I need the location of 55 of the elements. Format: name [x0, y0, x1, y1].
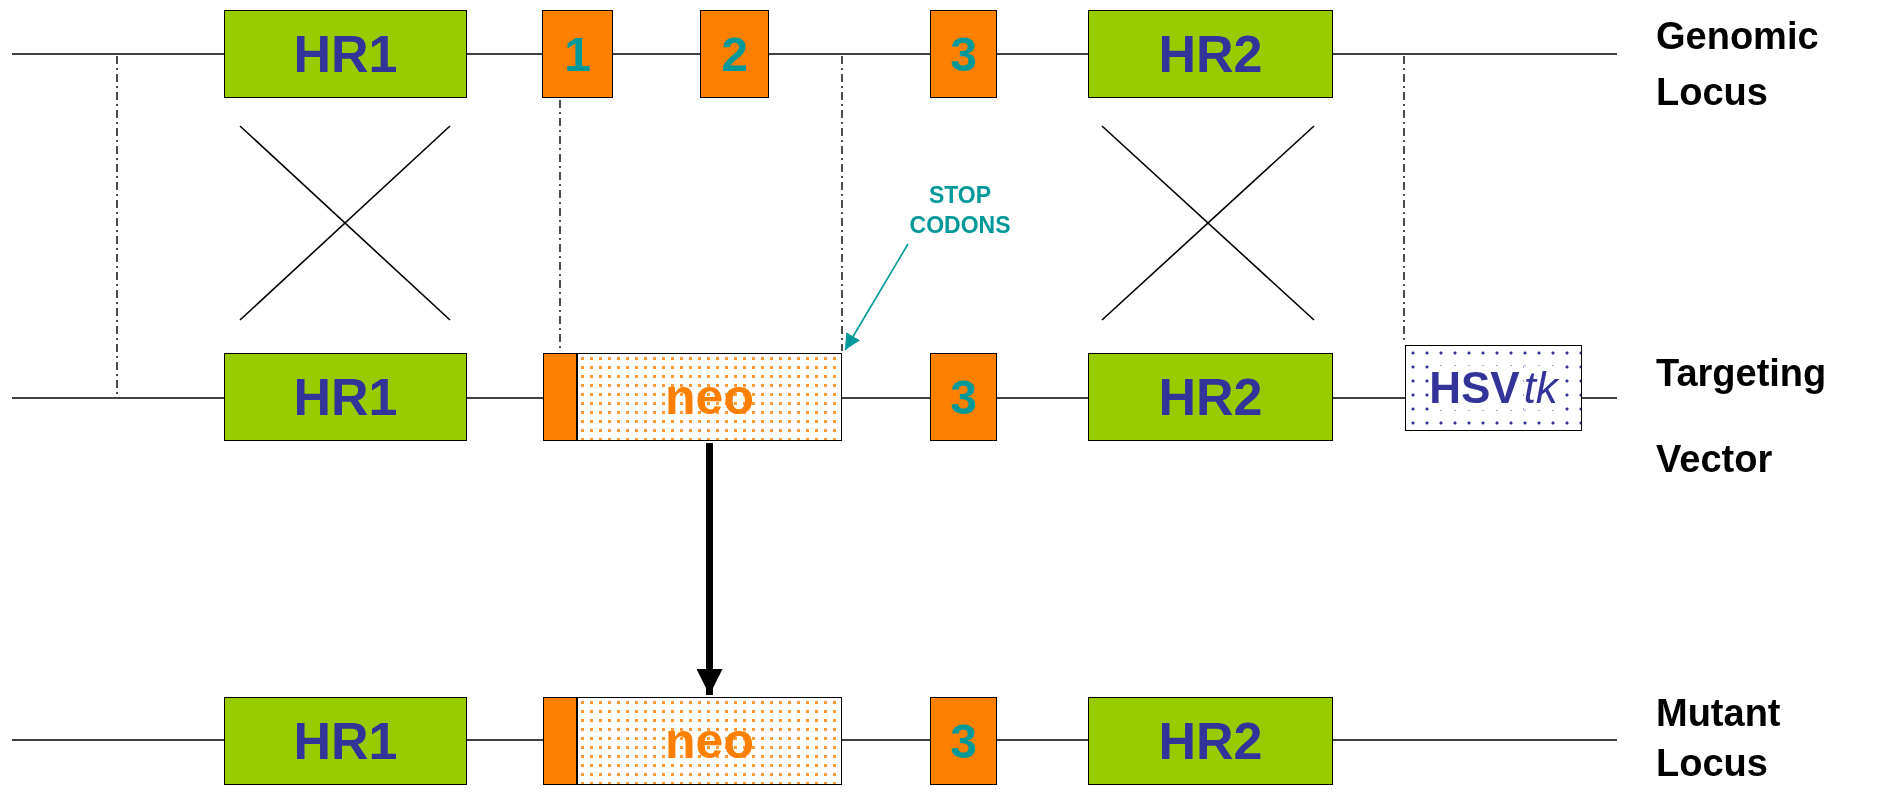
arrow — [844, 243, 909, 351]
exon-box — [700, 10, 769, 98]
dna-strand-line — [841, 739, 931, 741]
exon-number: 1 — [564, 26, 591, 82]
homology-arm-box — [224, 353, 467, 441]
homology-arm-label: HR2 — [1158, 24, 1263, 84]
homology-arm-label: HR1 — [293, 367, 398, 427]
neo-cassette-box — [577, 697, 842, 785]
homology-arm-label: HR1 — [293, 711, 398, 771]
hsv-tk-cassette-box — [1405, 345, 1582, 431]
dna-strand-line — [11, 53, 225, 55]
exon-number: 3 — [950, 369, 977, 425]
dna-strand-line — [466, 53, 543, 55]
dna-strand-line — [1332, 53, 1618, 55]
exon-box — [930, 353, 997, 441]
dna-strand-line — [996, 739, 1089, 741]
dna-strand-line — [841, 397, 931, 399]
dna-strand-line — [996, 397, 1089, 399]
cassette-label: HSV — [1429, 366, 1520, 410]
homology-arm-box — [1088, 697, 1333, 785]
arrow — [696, 443, 723, 695]
neo-cassette-box — [577, 353, 842, 441]
row-label: Mutant Locus — [1656, 691, 1782, 786]
dna-strand-line — [1332, 739, 1618, 741]
homology-arm-label: HR1 — [293, 24, 398, 84]
homology-arm-label: HR2 — [1158, 711, 1263, 771]
homology-arm-label: HR2 — [1158, 367, 1263, 427]
homology-arm-box — [224, 697, 467, 785]
homology-arm-box — [224, 10, 467, 98]
exon-number: 3 — [950, 26, 977, 82]
homology-arm-box — [1088, 353, 1333, 441]
exon-box — [930, 697, 997, 785]
alignment-guide-line — [841, 55, 843, 352]
cassette-label: tk — [1523, 366, 1558, 410]
dna-strand-line — [1332, 397, 1406, 399]
dna-strand-line — [768, 53, 931, 55]
dna-strand-line — [1581, 397, 1618, 399]
exon-number: 3 — [950, 713, 977, 769]
cassette-label: neo — [665, 712, 754, 770]
row-label: Genomic Locus — [1656, 14, 1820, 115]
row-label: Targeting Vector — [1656, 351, 1828, 482]
homology-arm-box — [1088, 10, 1333, 98]
exon-box — [543, 353, 577, 441]
exon-box — [542, 10, 613, 98]
dna-strand-line — [612, 53, 701, 55]
dna-strand-line — [466, 397, 544, 399]
dna-strand-line — [466, 739, 544, 741]
cassette-label: neo — [665, 368, 754, 426]
callout-text: STOP CODONS — [908, 181, 1012, 240]
dna-strand-line — [996, 53, 1089, 55]
dna-strand-line — [11, 739, 225, 741]
exon-box — [930, 10, 997, 98]
exon-box — [543, 697, 577, 785]
exon-number: 2 — [721, 26, 748, 82]
dna-strand-line — [11, 397, 225, 399]
